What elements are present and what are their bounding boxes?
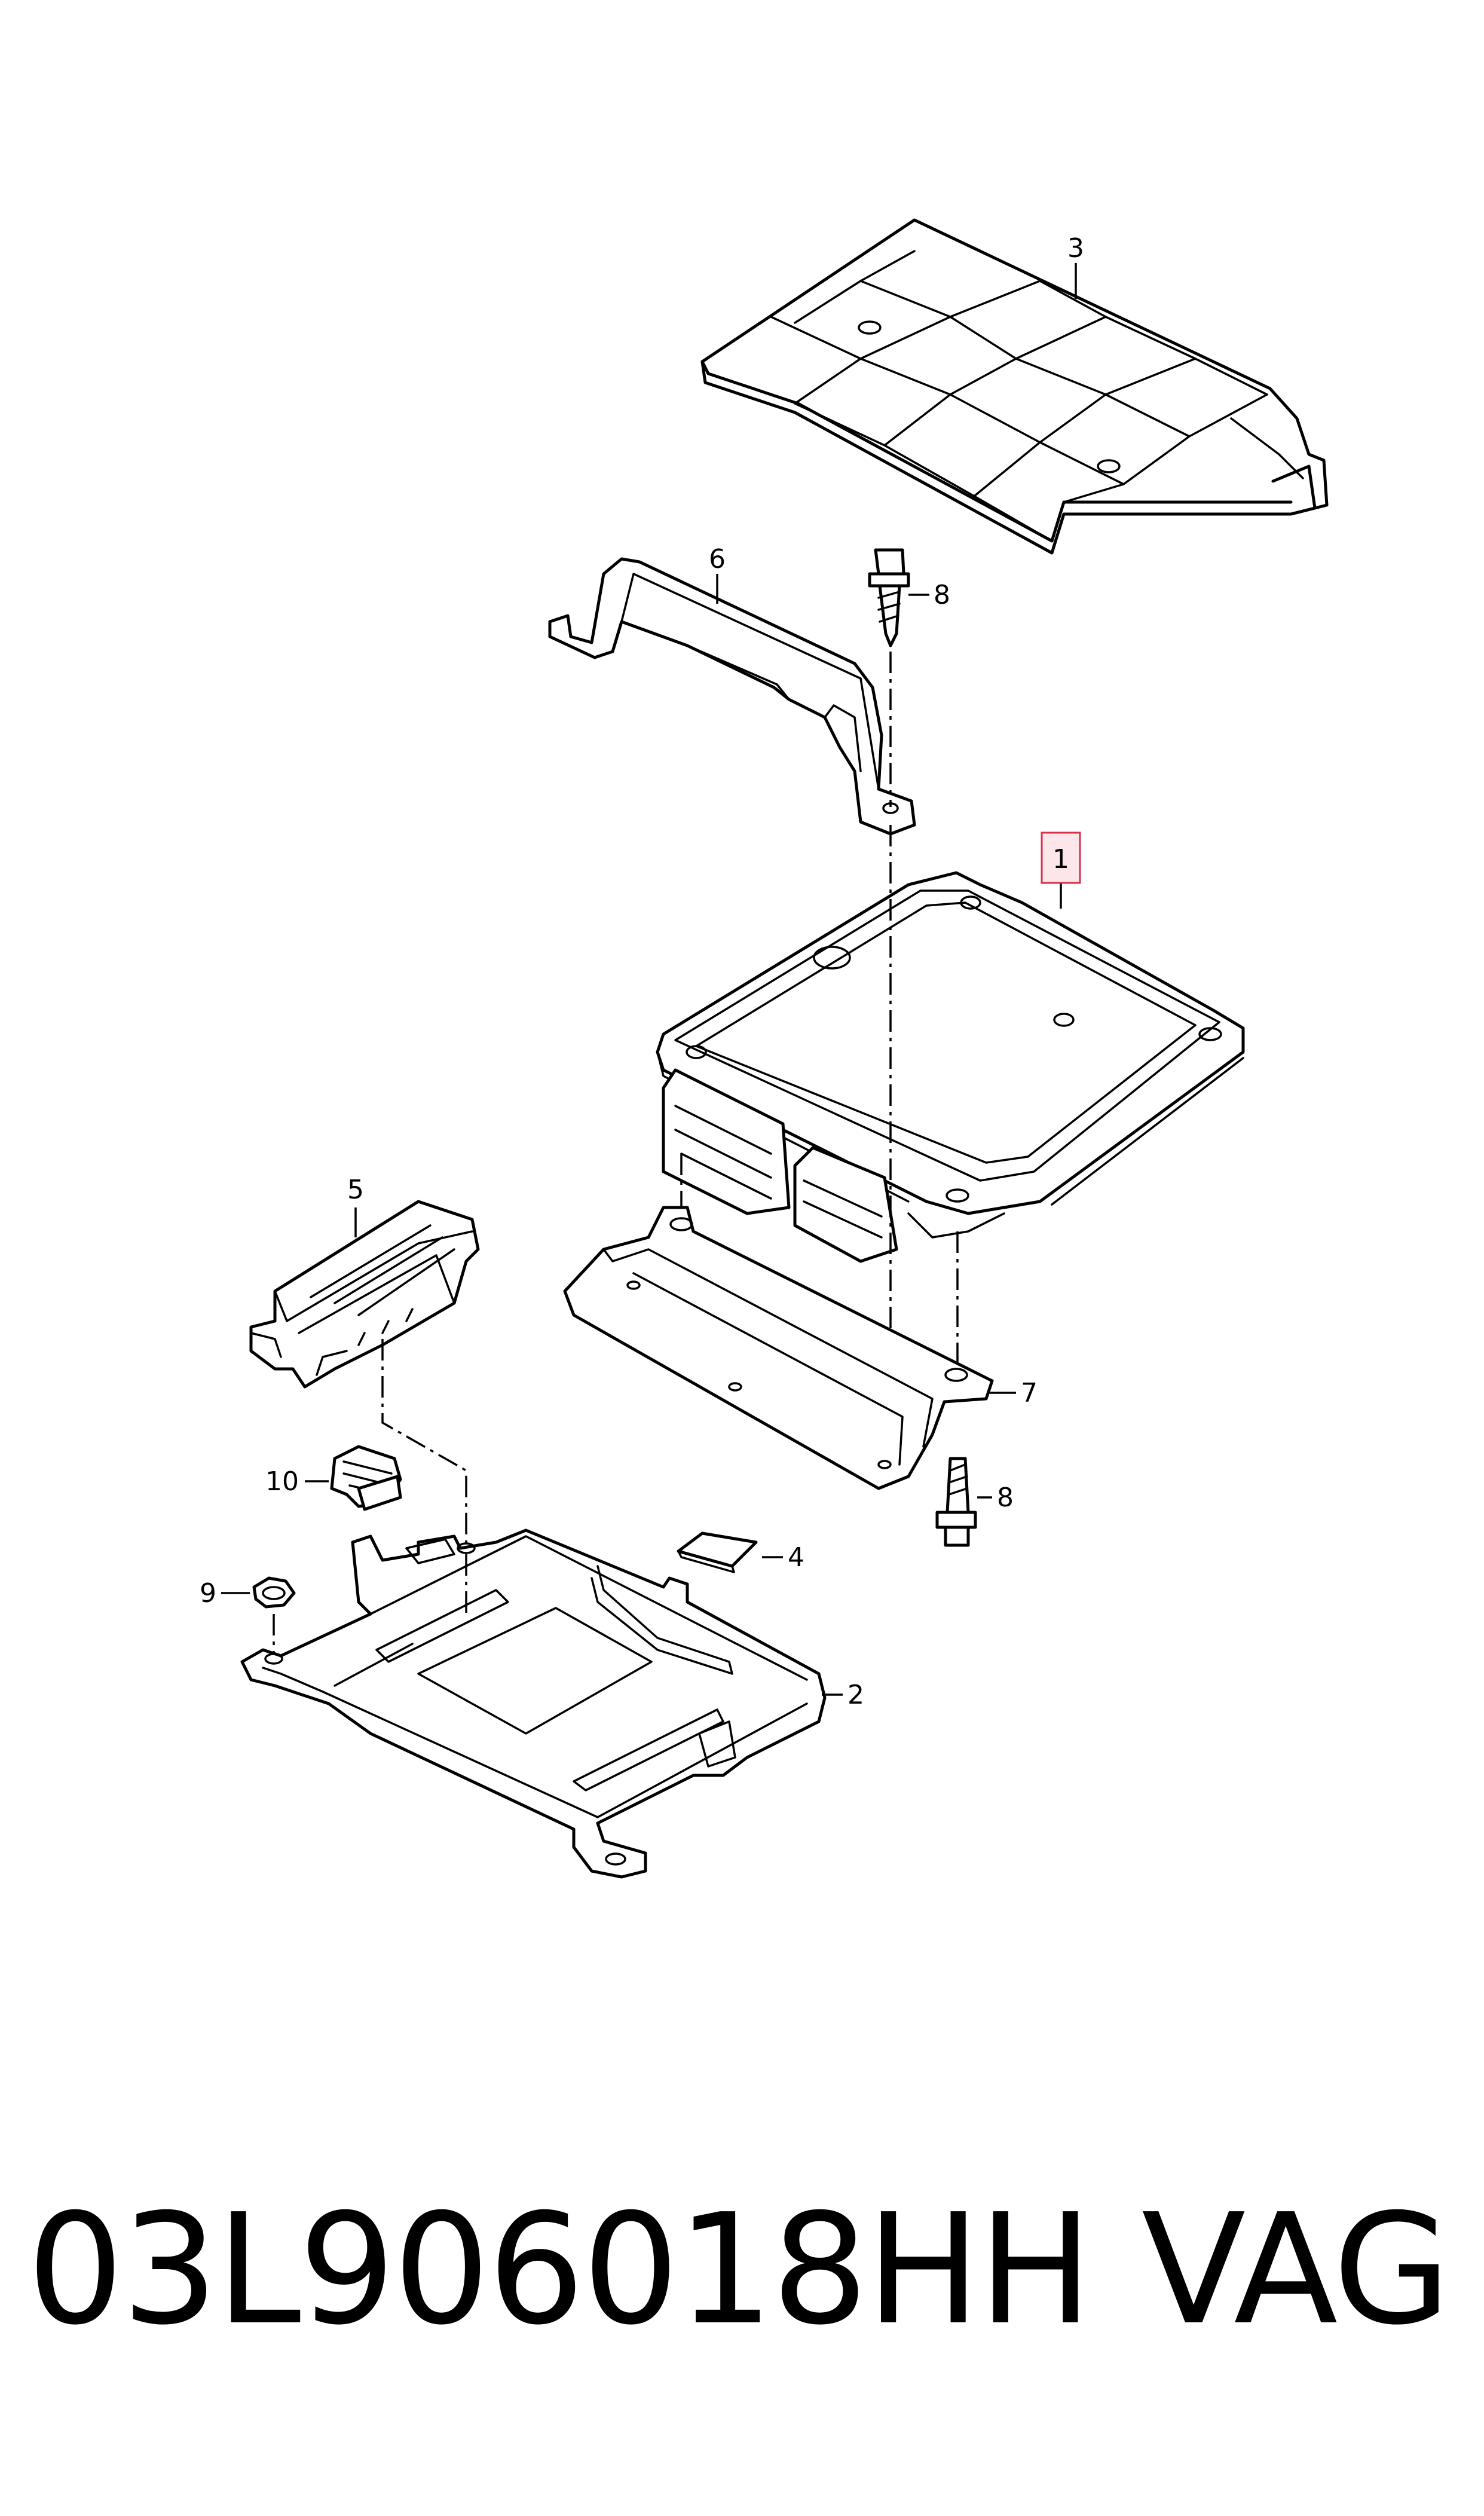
part-8-lower-screw — [935, 1457, 977, 1547]
part-5-connector-housing — [249, 1200, 480, 1614]
alignment-line-connector — [381, 1339, 467, 1614]
part-4-pad — [677, 1531, 758, 1573]
part-7-mounting-plate — [563, 1206, 994, 1490]
part-1-control-unit — [656, 871, 1245, 1263]
part-2-base-tray — [240, 1528, 827, 1879]
callout-8-upper: 8 — [934, 580, 950, 610]
callout-3: 3 — [1067, 233, 1084, 264]
callout-9: 9 — [200, 1578, 216, 1609]
part-3-cover — [700, 218, 1329, 555]
leader-lines — [221, 263, 1077, 1696]
part-8-upper-screw — [868, 548, 910, 807]
part-6-bracket — [548, 557, 916, 836]
callout-2: 2 — [847, 1680, 864, 1710]
callout-1: 1 — [1052, 844, 1069, 875]
part-10-clip — [330, 1445, 402, 1511]
part-number-label: 03L906018HH — [27, 2181, 1093, 2359]
highlight-box-part-1 — [1041, 831, 1081, 884]
callout-7: 7 — [1021, 1378, 1038, 1408]
callout-5: 5 — [347, 1175, 364, 1205]
part-9-nut — [252, 1576, 296, 1662]
callout-6: 6 — [709, 544, 726, 574]
brand-label: VAG — [1142, 2181, 1451, 2359]
callout-4: 4 — [788, 1542, 804, 1573]
callout-10: 10 — [265, 1466, 299, 1497]
callout-8-lower: 8 — [997, 1482, 1014, 1513]
